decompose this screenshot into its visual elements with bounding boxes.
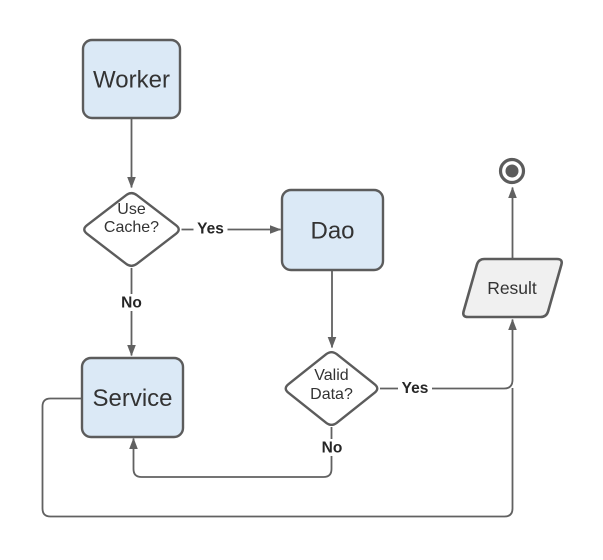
node-use-cache-decision (83, 191, 180, 268)
node-worker (81, 38, 182, 120)
node-valid-data-label-line2: Data? (310, 386, 353, 403)
edge-service-to-result (41, 388, 514, 518)
edge-label-bg (193, 220, 228, 237)
node-use-cache-label-line1: Use (117, 201, 146, 218)
edge-label-valid-data-yes: Yes (402, 380, 429, 397)
node-worker-label: Worker (93, 67, 170, 94)
edge-label-use-cache-yes: Yes (197, 221, 224, 238)
node-service (80, 356, 185, 439)
end-state-inner-circle-icon (505, 164, 519, 178)
node-result-label: Result (487, 278, 537, 298)
edge-label-bg (118, 294, 145, 311)
edge-label-bg (398, 380, 432, 397)
edge-label-use-cache-no: No (121, 295, 142, 312)
node-dao-label: Dao (310, 218, 354, 245)
edge-valid-data-no-to-service (129, 427, 333, 478)
edge-label-bg (318, 439, 346, 456)
node-valid-data-label-line1: Valid (314, 367, 348, 384)
node-valid-data-decision (284, 350, 379, 427)
edge-label-valid-data-no: No (322, 440, 343, 457)
edge-valid-data-yes-to-result (380, 318, 517, 390)
node-use-cache-label-line2: Cache? (104, 219, 159, 236)
node-service-label: Service (92, 385, 172, 412)
node-dao (280, 188, 385, 272)
node-result-parallelogram (461, 257, 564, 319)
